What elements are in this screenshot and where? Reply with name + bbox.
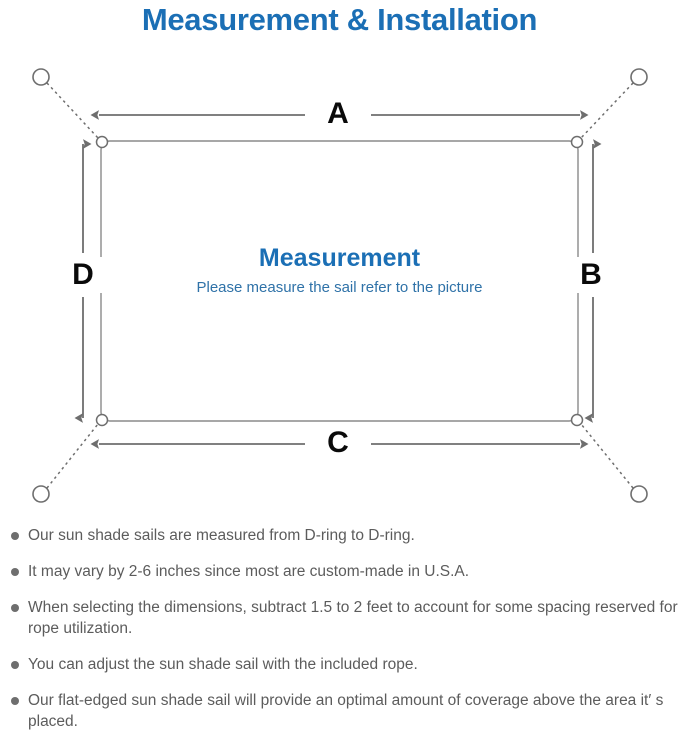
list-item: Our flat-edged sun shade sail will provi… [0,690,679,732]
anchor-point-top-right [630,68,648,86]
dimension-label-b: B [570,257,612,293]
bullet-icon [11,568,19,576]
d-ring-bottom-right [570,413,584,427]
notes-list: Our sun shade sails are measured from D-… [0,525,679,747]
anchor-point-bottom-left [32,485,50,503]
anchor-points [32,68,648,503]
note-text: When selecting the dimensions, subtract … [28,599,678,637]
dimension-arrows [74,110,602,449]
rope-bottom-right [580,423,634,489]
list-item: When selecting the dimensions, subtract … [0,597,679,639]
note-text: Our flat-edged sun shade sail will provi… [28,692,664,730]
list-item: Our sun shade sails are measured from D-… [0,525,679,546]
sail-center-title: Measurement [258,244,421,272]
d-ring-bottom-left [95,413,109,427]
anchor-point-bottom-right [630,485,648,503]
rope-top-right [580,82,634,139]
sail-center-subtitle: Please measure the sail refer to the pic… [196,279,483,296]
note-text: You can adjust the sun shade sail with t… [28,656,418,673]
d-ring-top-right [570,135,584,149]
d-ring-top-left [95,135,109,149]
dimension-label-c: C [309,425,367,461]
rope-bottom-left [46,423,99,489]
bullet-icon [11,604,19,612]
bullet-icon [11,532,19,540]
note-text: Our sun shade sails are measured from D-… [28,527,415,544]
rope-top-left [46,82,99,139]
d-rings [95,135,584,427]
anchor-point-top-left [32,68,50,86]
measurement-diagram: Measurement Please measure the sail refe… [0,44,679,514]
rope-lines [46,82,634,489]
list-item: It may vary by 2-6 inches since most are… [0,561,679,582]
bullet-icon [11,661,19,669]
dimension-label-a: A [309,96,367,132]
dimension-label-d: D [62,257,104,293]
page-title: Measurement & Installation [141,2,538,37]
note-text: It may vary by 2-6 inches since most are… [28,563,470,580]
bullet-icon [11,697,19,705]
list-item: You can adjust the sun shade sail with t… [0,654,679,675]
